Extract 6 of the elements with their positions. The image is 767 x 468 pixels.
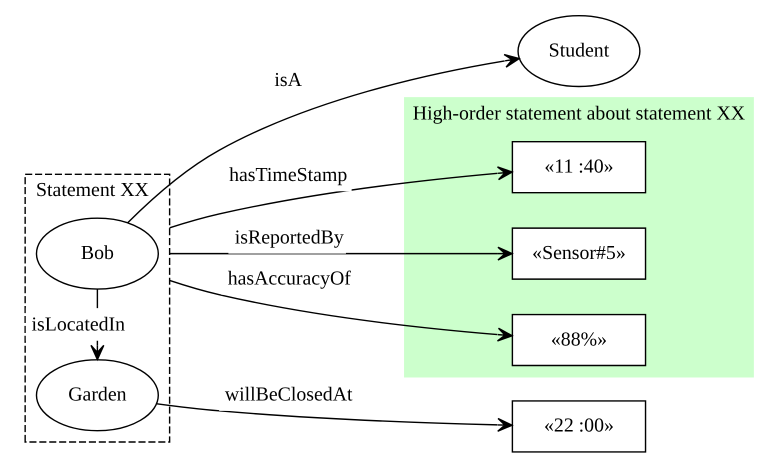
edge-label: willBeClosedAt [224,383,353,406]
edge-label: isA [274,68,302,91]
edge-label: hasTimeStamp [229,163,348,186]
edge-label: hasAccuracyOf [228,266,351,289]
edge-label: isLocatedIn [32,312,126,335]
edge-label: isReportedBy [234,226,344,248]
